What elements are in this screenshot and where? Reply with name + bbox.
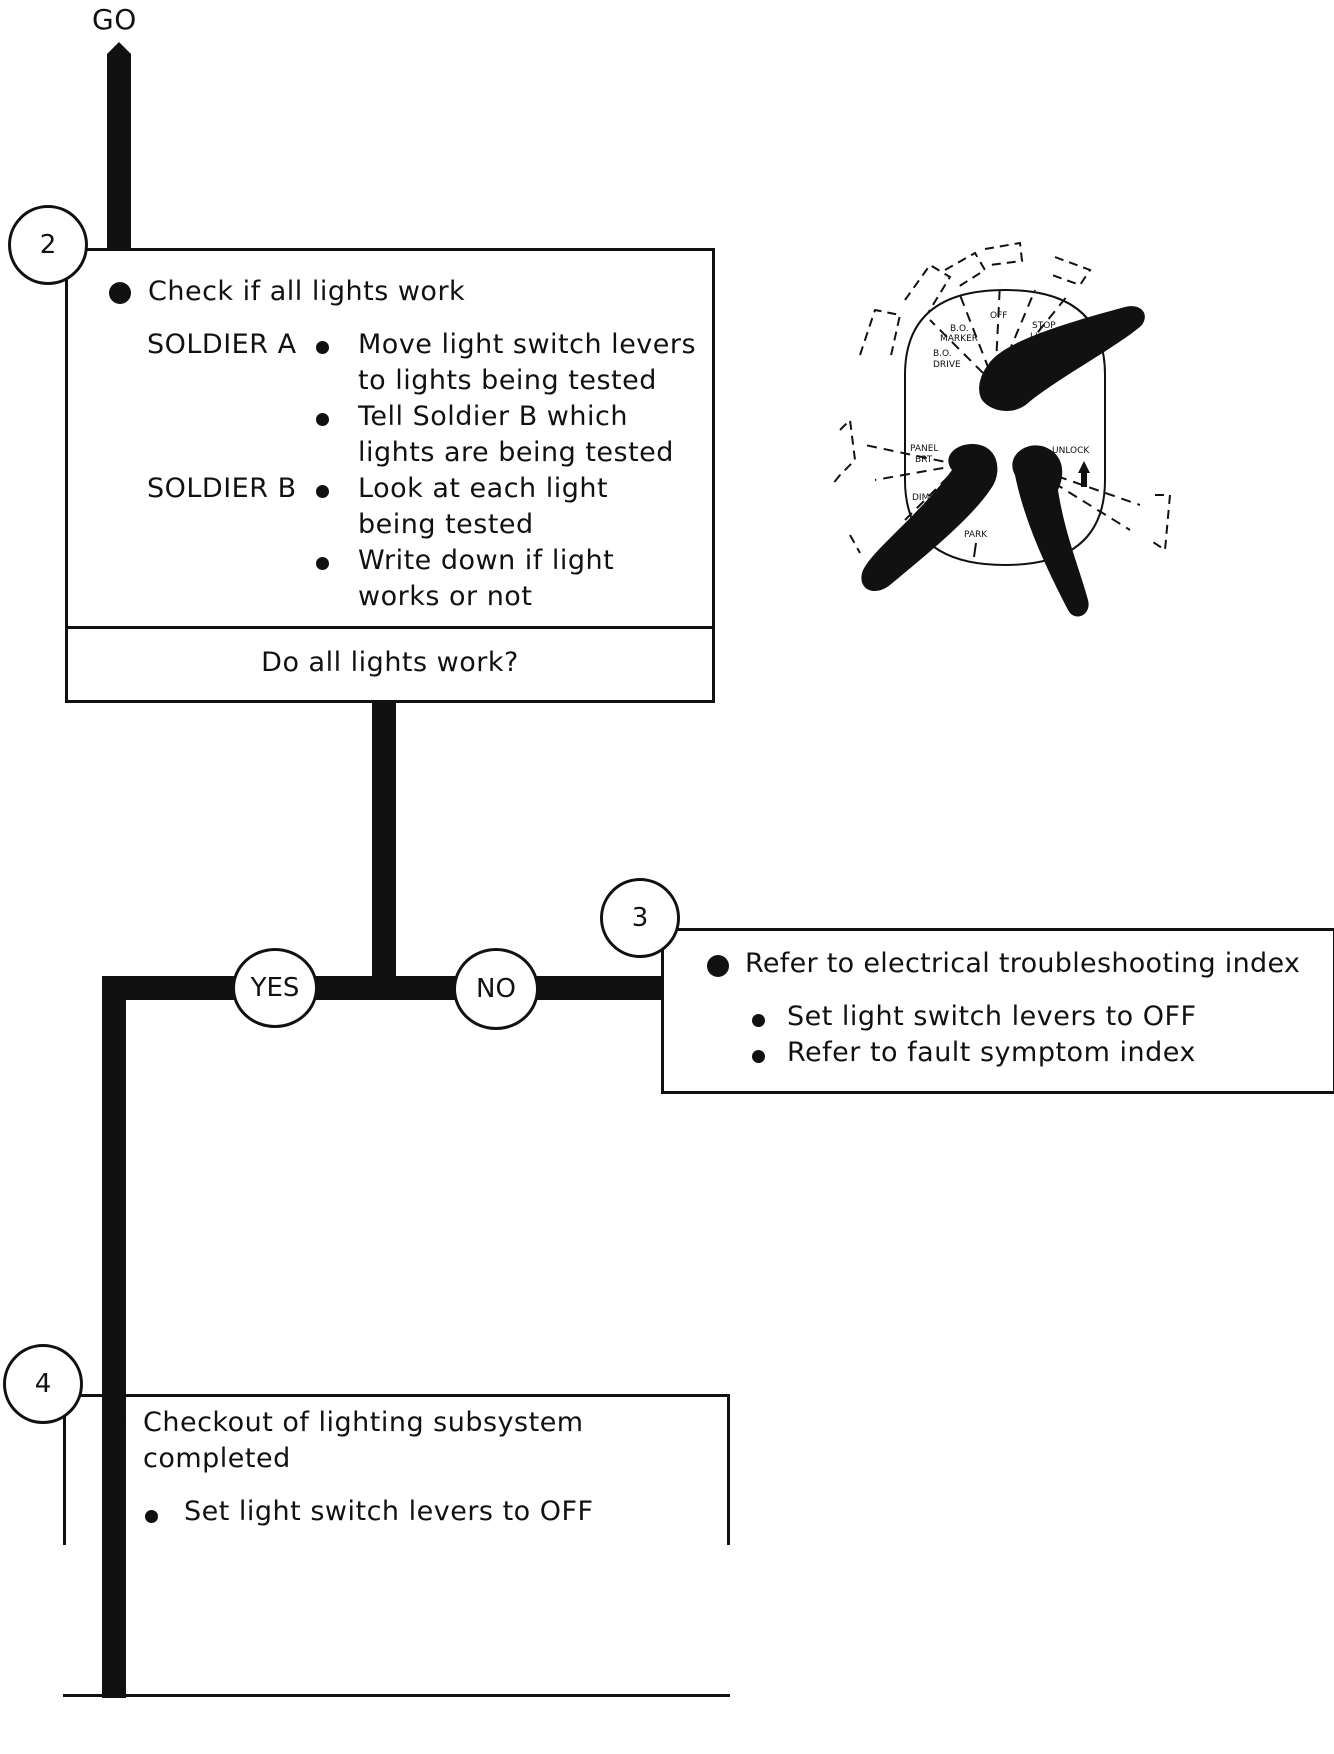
soldier-a-item1-bullet [316,341,329,354]
label-stop-light-2: LIGHT [1030,332,1057,342]
flow-line-step2-down [372,700,396,990]
label-bo-marker-2: MARKER [940,334,978,344]
step3-item2-bullet [752,1050,765,1063]
label-stop-light-1: STOP [1032,321,1056,331]
park-tick [973,542,977,558]
switch-panel-outline [904,288,1106,567]
start-label: GO [92,3,137,36]
step2-heading: Check if all lights work [148,276,466,307]
top-switch-lever [979,306,1145,411]
yes-branch-label: YES [250,973,300,1003]
step4-item1-bullet [145,1510,158,1523]
label-unlock: UNLOCK [1052,446,1090,456]
no-branch-badge: NO [453,948,539,1030]
soldier-b-label: SOLDIER B [147,473,297,504]
label-off: OFF [990,311,1007,321]
step4-heading-bullet [104,1411,126,1433]
step4-heading-line2: completed [143,1443,291,1474]
yes-branch-badge: YES [232,948,318,1028]
soldier-b-item2-line2: works or not [358,581,533,612]
no-branch-label: NO [476,974,516,1004]
left-switch-lever [861,444,998,592]
flow-line-yes-to-step4 [102,1000,126,1396]
label-dim: DIM [912,493,929,503]
dashed-lever-positions [831,241,1172,554]
step2-number: 2 [39,230,57,260]
light-switch-illustration: OFF STOP LIGHT B.O. MARKER B.O. DRIVE PA… [831,241,1172,617]
step3-item2: Refer to fault symptom index [787,1037,1196,1068]
soldier-b-item1-line2: being tested [358,509,534,540]
start-arrow-tail [107,42,131,78]
label-park: PARK [964,530,988,540]
soldier-a-label: SOLDIER A [147,329,297,360]
label-bo-marker-1: B.O. [950,324,969,334]
step4-item1: Set light switch levers to OFF [184,1496,594,1527]
step4-number-badge: 4 [3,1344,83,1424]
step2-question: Do all lights work? [261,647,519,678]
right-switch-lever [1012,445,1089,617]
step2-heading-bullet [109,282,131,304]
soldier-a-item2-line1: Tell Soldier B which [358,401,628,432]
soldier-b-item1-bullet [316,485,329,498]
step4-number: 4 [34,1369,52,1399]
label-panel: PANEL [910,444,938,454]
step3-item1-bullet [752,1014,765,1027]
soldier-a-item1-line2: to lights being tested [358,365,657,396]
label-bo-drive-1: B.O. [933,349,952,359]
soldier-b-item2-bullet [316,557,329,570]
flow-line-go-to-step2 [107,70,131,252]
step3-number: 3 [631,903,649,933]
soldier-a-item2-bullet [316,413,329,426]
unlock-arrow-icon [1078,461,1090,487]
soldier-b-item2-line1: Write down if light [358,545,615,576]
step4-box [63,1694,730,1754]
step3-item1: Set light switch levers to OFF [787,1001,1197,1032]
soldier-a-item2-line2: lights are being tested [358,437,674,468]
step4-box-top [63,1694,730,1697]
label-bo-drive-2: DRIVE [933,360,961,370]
step2-number-badge: 2 [8,205,88,285]
step4-heading-line1: Checkout of lighting subsystem [143,1407,584,1438]
step4-box-frame [63,1394,730,1545]
step3-number-badge: 3 [600,878,680,958]
step3-heading-bullet [707,955,729,977]
label-brt: BRT [915,455,933,465]
step3-heading: Refer to electrical troubleshooting inde… [745,948,1301,979]
soldier-b-item1-line1: Look at each light [358,473,609,504]
step2-question-divider [65,626,715,629]
soldier-a-item1-line1: Move light switch levers [358,329,697,360]
flow-line-branch-horizontal [102,976,664,1000]
